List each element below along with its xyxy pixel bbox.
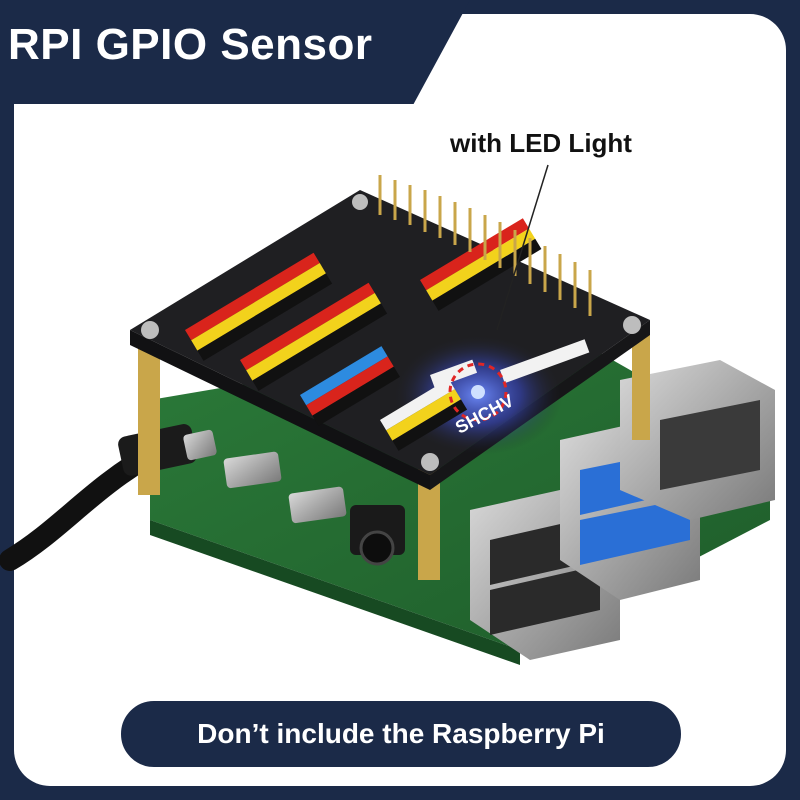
- header-pin-rows: [185, 175, 592, 451]
- gpio-hat-board: [130, 190, 650, 490]
- led-highlight-circle: [448, 362, 508, 422]
- audio-jack-icon: [350, 505, 405, 566]
- callout-pointer-line: [496, 164, 549, 331]
- title-tab: [0, 0, 470, 104]
- micro-hdmi-port-icon: [223, 451, 347, 524]
- led-callout-label: with LED Light: [450, 128, 632, 158]
- footer-note-text: Don’t include the Raspberry Pi: [197, 718, 605, 749]
- footer-note-pill: Don’t include the Raspberry Pi: [118, 698, 684, 770]
- page-title: RPI GPIO Sensor: [8, 20, 373, 69]
- ethernet-port-icon: [620, 360, 775, 520]
